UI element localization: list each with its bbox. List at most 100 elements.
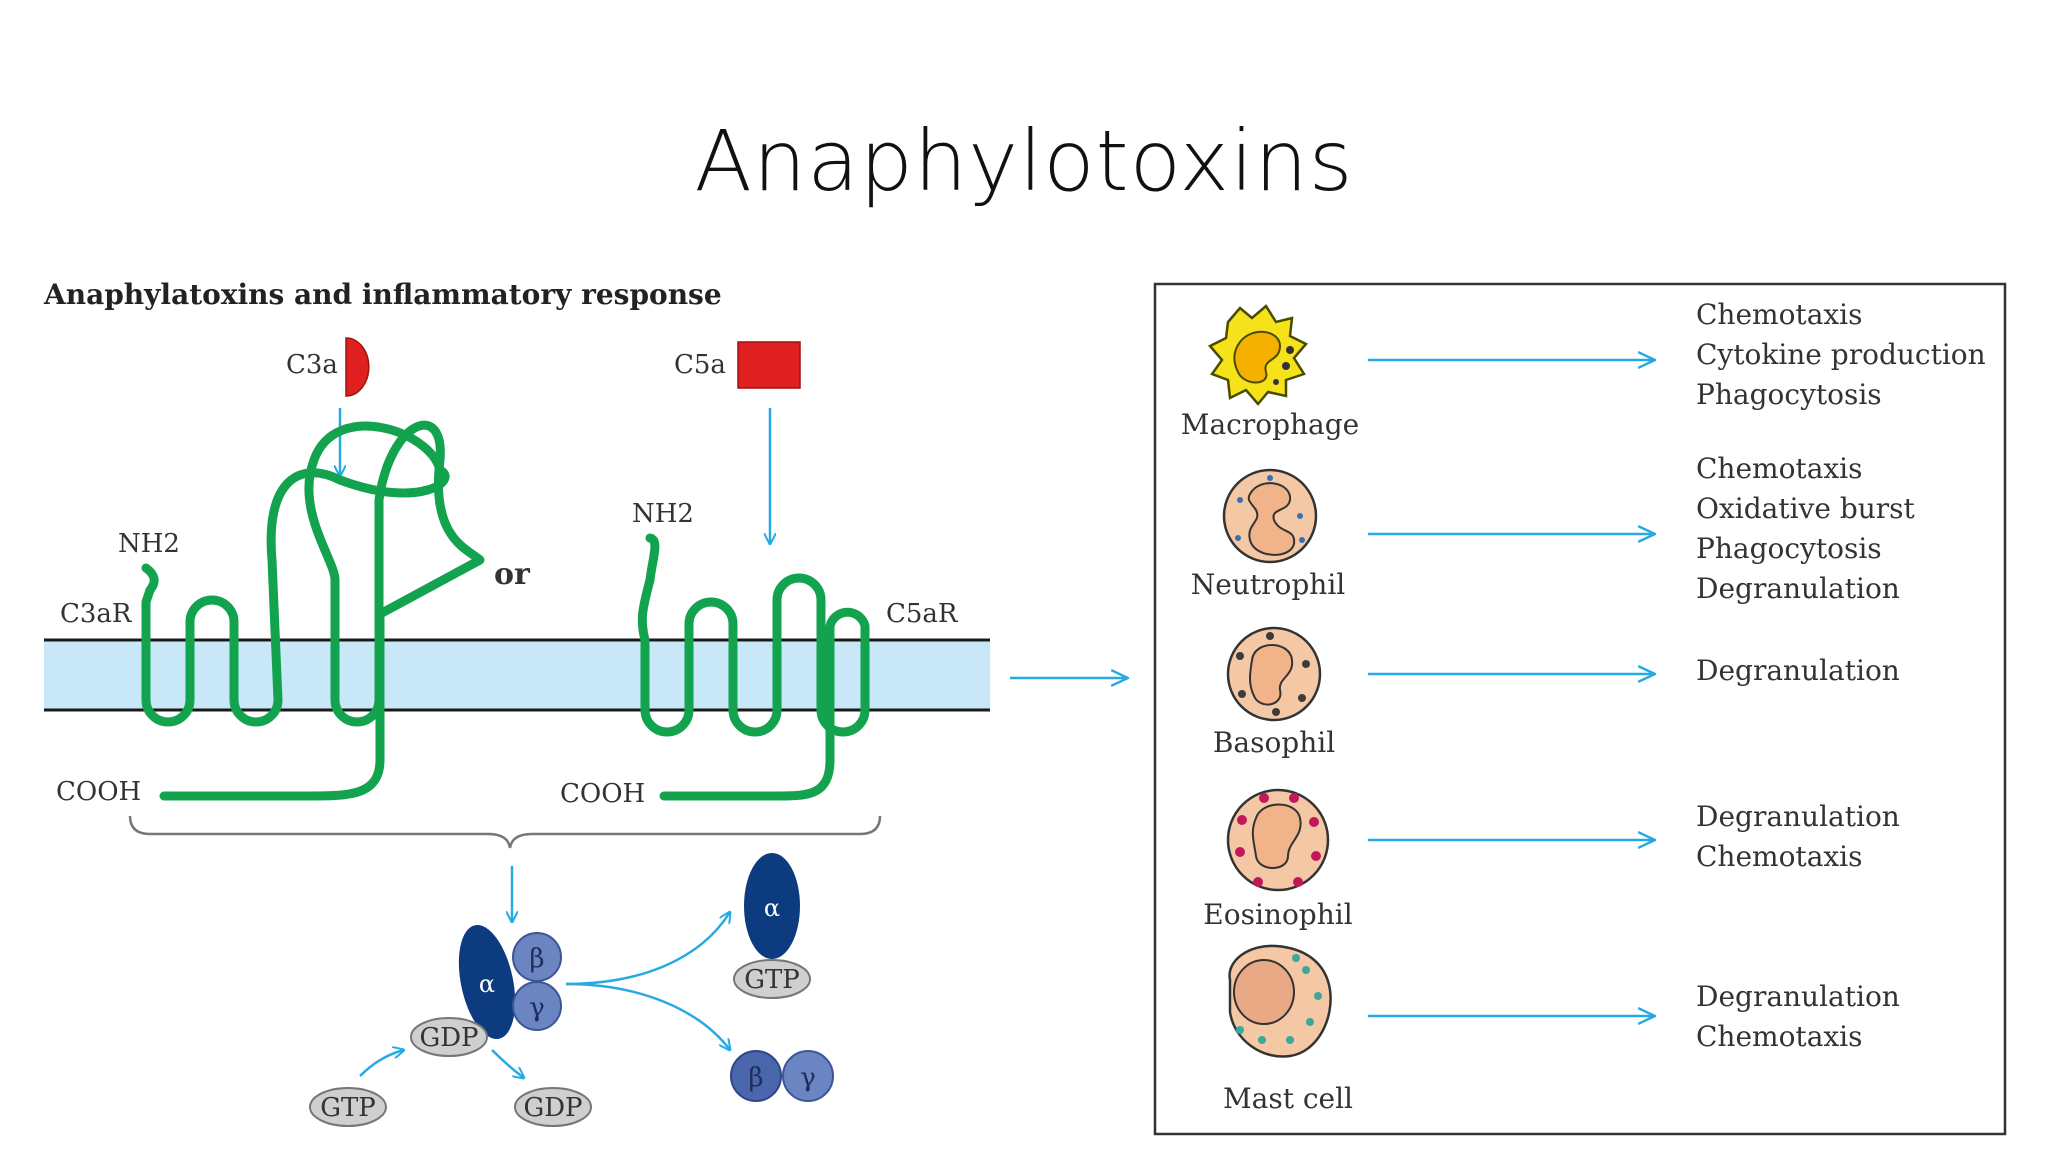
c3ar-nh2-label: NH2 (118, 529, 180, 559)
gtp-in-label: GTP (320, 1093, 376, 1123)
alpha-subunit-shape (458, 925, 516, 1039)
gdp-out-label: GDP (523, 1093, 582, 1123)
eosinophil-granule-icon (1309, 817, 1319, 827)
beta-free-shape (730, 1050, 782, 1102)
cell-row-neutrophil: Neutrophil Chemotaxis Oxidative burst Ph… (1191, 452, 1916, 605)
beta-gamma-dimer: β γ (730, 1050, 834, 1102)
eosinophil-granule-icon (1259, 793, 1269, 803)
or-label: or (494, 557, 531, 592)
beta-subunit-label: β (529, 944, 544, 974)
neutrophil-granule-icon (1237, 497, 1243, 503)
neutrophil-nucleus-icon (1247, 482, 1296, 556)
neutrophil-granule-icon (1235, 535, 1241, 541)
macrophage-granule-icon (1286, 346, 1294, 354)
effect-text: Degranulation (1696, 572, 1900, 605)
alpha-gtp-complex: α GTP (733, 853, 811, 999)
basophil-granule-icon (1298, 694, 1306, 702)
mast-cell-granule-icon (1314, 992, 1322, 1000)
gdp-bound-shape (410, 1017, 488, 1057)
neutrophil-granule-icon (1297, 513, 1303, 519)
gdp-bound-label: GDP (419, 1023, 478, 1053)
neutrophil-granule-icon (1267, 475, 1273, 481)
effect-text: Cytokine production (1696, 338, 1986, 371)
c5a-ligand: C5a (674, 341, 801, 544)
right-panel: Macrophage Chemotaxis Cytokine productio… (1153, 282, 2007, 1136)
effect-text: Chemotaxis (1696, 1020, 1863, 1053)
basophil-granule-icon (1236, 652, 1244, 660)
effect-text: Oxidative burst (1696, 492, 1916, 525)
cell-name-neutrophil: Neutrophil (1191, 568, 1346, 601)
eosinophil-granule-icon (1253, 877, 1263, 887)
c3a-label: C3a (286, 350, 338, 380)
macrophage-nucleus-icon (1233, 330, 1282, 384)
effect-text: Chemotaxis (1696, 298, 1863, 331)
c3a-ligand: C3a (286, 337, 370, 476)
c3ar-label: C3aR (60, 599, 133, 629)
c3ar-receptor: C3aR NH2 COOH (56, 420, 485, 807)
c5ar-receptor: C5aR NH2 COOH (560, 499, 959, 809)
g-protein-trimer: α β γ GDP (410, 925, 562, 1057)
effect-text: Degranulation (1696, 654, 1900, 687)
gamma-subunit-label: γ (529, 993, 545, 1023)
gtp-in-arrow (359, 1050, 404, 1077)
basophil-granule-icon (1302, 660, 1310, 668)
eosinophil-granule-icon (1311, 851, 1321, 861)
c5ar-nh2-label: NH2 (632, 499, 694, 529)
macrophage-granule-icon (1282, 362, 1290, 370)
gtp-active-shape (733, 959, 811, 999)
c5a-label: C5a (674, 350, 726, 380)
beta-free-label: β (748, 1063, 763, 1093)
mast-cell-granule-icon (1258, 1036, 1266, 1044)
basophil-nucleus-icon (1249, 644, 1294, 706)
left-panel: Anaphylatoxins and inflammatory response… (43, 278, 990, 1127)
mast-cell-granule-icon (1302, 966, 1310, 974)
effect-text: Degranulation (1696, 800, 1900, 833)
nucleotide-exchange: GTP GDP (309, 1049, 592, 1127)
c5ar-seven-transmembrane-chain (637, 533, 870, 801)
basophil-granule-icon (1266, 632, 1274, 640)
gamma-subunit-shape (512, 981, 562, 1031)
macrophage-granule-icon (1273, 379, 1279, 385)
eosinophil-granule-icon (1237, 815, 1247, 825)
alpha-subunit-label: α (479, 970, 495, 998)
slide-title: Anaphylotoxins (694, 112, 1354, 210)
eosinophil-nucleus-icon (1251, 803, 1302, 869)
gdp-out-shape (514, 1087, 592, 1127)
mast-cell-granule-icon (1236, 1026, 1244, 1034)
alpha-active-label: α (764, 894, 780, 922)
alpha-dissociation-arrow (565, 912, 730, 986)
basophil-granule-icon (1238, 690, 1246, 698)
cell-name-macrophage: Macrophage (1181, 408, 1359, 441)
gtp-active-label: GTP (744, 965, 800, 995)
c5ar-label: C5aR (886, 599, 959, 629)
cell-name-eosinophil: Eosinophil (1203, 898, 1352, 931)
c5ar-cooh-label: COOH (560, 779, 645, 809)
cell-name-mast-cell: Mast cell (1223, 1082, 1353, 1115)
c3ar-cooh-label: COOH (56, 777, 141, 807)
receptors-brace (128, 815, 882, 849)
mast-cell-granule-icon (1286, 1036, 1294, 1044)
effect-text: Chemotaxis (1696, 840, 1863, 873)
gamma-free-label: γ (800, 1063, 816, 1093)
cell-row-basophil: Basophil Degranulation (1213, 626, 1900, 759)
gtp-in-shape (309, 1087, 387, 1127)
left-panel-heading: Anaphylatoxins and inflammatory response (43, 278, 722, 311)
cell-row-macrophage: Macrophage Chemotaxis Cytokine productio… (1181, 298, 1986, 441)
effect-text: Degranulation (1696, 980, 1900, 1013)
eosinophil-granule-icon (1289, 793, 1299, 803)
beta-gamma-dissociation-arrow (565, 982, 730, 1050)
eosinophil-granule-icon (1235, 847, 1245, 857)
mast-cell-nucleus-icon (1233, 959, 1295, 1025)
alpha-active-shape (744, 853, 800, 959)
neutrophil-granule-icon (1299, 537, 1305, 543)
effect-text: Phagocytosis (1696, 532, 1882, 565)
basophil-granule-icon (1272, 708, 1280, 716)
c5a-square-shape (737, 341, 801, 389)
cell-name-basophil: Basophil (1213, 726, 1335, 759)
mast-cell-granule-icon (1292, 954, 1300, 962)
effect-text: Phagocytosis (1696, 378, 1882, 411)
cell-row-mast-cell: Mast cell Degranulation Chemotaxis (1223, 944, 1900, 1115)
gdp-out-arrow (491, 1049, 524, 1078)
